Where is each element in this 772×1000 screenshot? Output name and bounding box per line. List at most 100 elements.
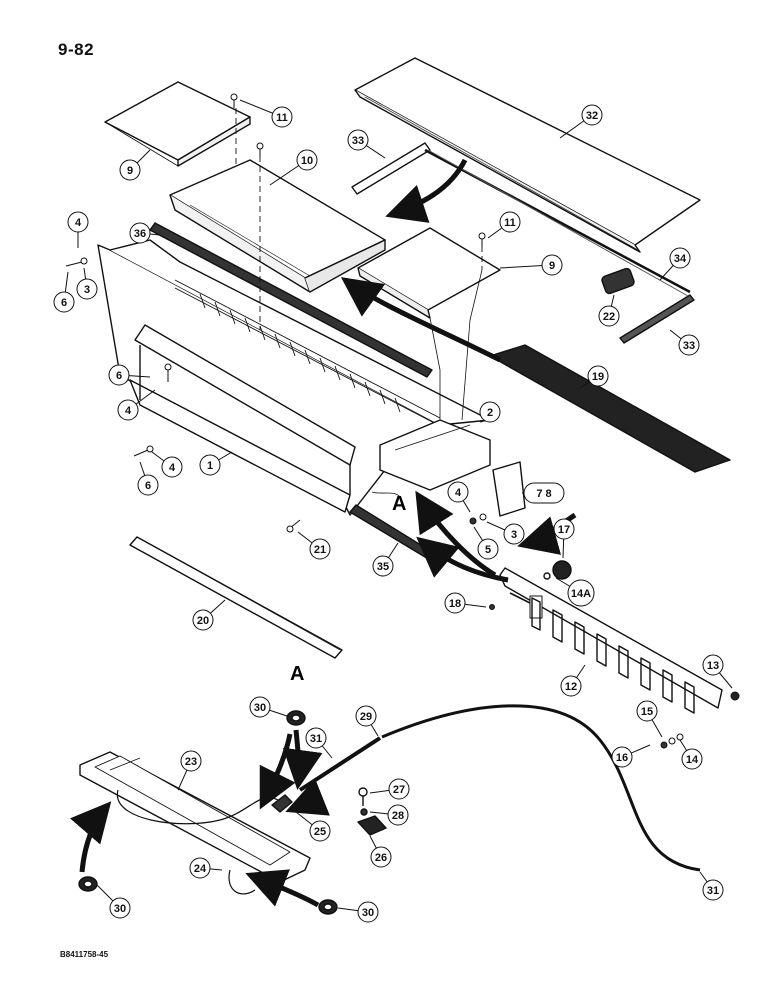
callout-balloon-c4d xyxy=(447,481,469,503)
tray-23 xyxy=(79,751,311,883)
callout-label-c31a: 31 xyxy=(310,733,322,745)
callout-balloon-c18 xyxy=(444,592,466,614)
callout-label-c3b: 3 xyxy=(511,529,517,541)
callout-label-c4c: 4 xyxy=(169,462,176,474)
section-mark-a-upper: A xyxy=(392,493,406,515)
callout-balloon-c9b xyxy=(541,254,563,276)
callout-balloon-c33b xyxy=(678,334,700,356)
callout-label-c13: 13 xyxy=(707,660,719,672)
callout-label-c2: 2 xyxy=(487,407,493,419)
callout-label-c17: 17 xyxy=(558,524,570,536)
callout-balloon-c19 xyxy=(587,365,609,387)
callout-balloon-c26 xyxy=(370,846,392,868)
block-26 xyxy=(357,815,387,836)
callout-balloon-c15 xyxy=(636,700,658,722)
callout-balloon-c11a xyxy=(271,106,293,128)
callout-label-c35: 35 xyxy=(377,561,389,573)
callout-balloon-c6b xyxy=(108,364,130,386)
callout-balloon-c4c xyxy=(161,456,183,478)
callout-balloon-c36 xyxy=(129,222,151,244)
callout-label-c34: 34 xyxy=(674,253,687,265)
callout-label-c19: 19 xyxy=(592,371,604,383)
callout-label-c6a: 6 xyxy=(61,297,67,309)
callout-balloon-c21 xyxy=(309,538,331,560)
callout-label-c33b: 33 xyxy=(683,340,695,352)
callout-balloon-c33a xyxy=(347,129,369,151)
callout-balloon-c23 xyxy=(180,750,202,772)
callout-balloon-c6c xyxy=(137,474,159,496)
callout-label-c30a: 30 xyxy=(254,702,266,714)
callout-label-c10: 10 xyxy=(301,155,313,167)
callout-label-c15: 15 xyxy=(641,706,653,718)
callout-balloon-c14A xyxy=(567,579,595,607)
callout-balloon-c6a xyxy=(53,291,75,313)
callout-label-c21: 21 xyxy=(314,544,326,556)
callout-label-c4a: 4 xyxy=(75,217,82,229)
seal-strip-36 xyxy=(149,222,433,378)
callout-balloon-c3a xyxy=(76,278,98,300)
callout-label-c9a: 9 xyxy=(127,165,133,177)
callout-balloon-c17 xyxy=(553,518,575,540)
callout-label-c24: 24 xyxy=(194,863,207,875)
callout-label-c3a: 3 xyxy=(84,284,90,296)
clamp-30-c xyxy=(318,899,338,915)
callout-label-c28: 28 xyxy=(392,810,404,822)
callout-balloon-c10 xyxy=(296,149,318,171)
callout-label-c11b: 11 xyxy=(504,217,516,229)
callout-balloon-c78 xyxy=(523,482,565,504)
callout-balloon-c31b xyxy=(702,879,724,901)
callout-balloon-c5 xyxy=(477,538,499,560)
callout-label-c11a: 11 xyxy=(276,112,288,124)
callout-balloon-c27 xyxy=(388,778,410,800)
small-fasteners xyxy=(65,93,740,749)
callout-balloon-c9a xyxy=(119,159,141,181)
callout-label-c18: 18 xyxy=(449,598,461,610)
callout-balloon-c25 xyxy=(309,820,331,842)
callout-balloon-c16 xyxy=(611,746,633,768)
bolt-27 xyxy=(358,787,368,816)
clip-22 xyxy=(601,267,635,295)
callout-balloon-c29 xyxy=(355,705,377,727)
callout-label-c6c: 6 xyxy=(145,480,151,492)
mat-19 xyxy=(489,344,731,473)
callout-label-c14: 14 xyxy=(686,754,699,766)
strip-33-lower xyxy=(619,294,695,344)
cover-plate-10 xyxy=(169,159,386,293)
bar-20 xyxy=(129,536,343,659)
callout-label-c6b: 6 xyxy=(116,370,122,382)
guide-lines xyxy=(371,269,483,498)
callout-balloon-c4a xyxy=(67,211,89,233)
callout-balloon-c11b xyxy=(499,211,521,233)
callout-label-c9b: 9 xyxy=(549,260,555,272)
document-code: B8411758-45 xyxy=(60,950,109,959)
callout-balloon-c13 xyxy=(702,654,724,676)
alignment-lines xyxy=(235,108,483,330)
callout-label-c12: 12 xyxy=(565,681,577,693)
callout-balloon-c22 xyxy=(598,305,620,327)
callout-balloon-c24 xyxy=(189,857,211,879)
callout-label-c31b: 31 xyxy=(707,885,719,897)
strip-33-upper xyxy=(351,142,431,195)
callout-label-c5: 5 xyxy=(485,544,491,556)
callout-balloon-c30c xyxy=(357,901,379,923)
callout-label-c4b: 4 xyxy=(125,405,132,417)
callout-label-c32: 32 xyxy=(586,110,598,122)
callout-balloon-c31a xyxy=(305,727,327,749)
callout-label-c33a: 33 xyxy=(352,135,364,147)
assembly-arrows xyxy=(69,158,577,908)
clamp-30-b xyxy=(78,876,98,892)
callout-balloon-c14 xyxy=(681,748,703,770)
callout-label-c26: 26 xyxy=(375,852,387,864)
callout-balloon-c30b xyxy=(109,897,131,919)
cover-plate-9-left xyxy=(104,81,251,167)
callout-label-c36: 36 xyxy=(134,228,146,240)
callout-balloon-c35 xyxy=(372,555,394,577)
callout-label-c78: 7 8 xyxy=(536,488,551,500)
bracket-7-8 xyxy=(492,461,526,517)
section-mark-a-lower: A xyxy=(290,663,304,685)
callout-label-c22: 22 xyxy=(603,311,615,323)
callout-label-c30c: 30 xyxy=(362,907,374,919)
callout-balloon-c32 xyxy=(581,104,603,126)
